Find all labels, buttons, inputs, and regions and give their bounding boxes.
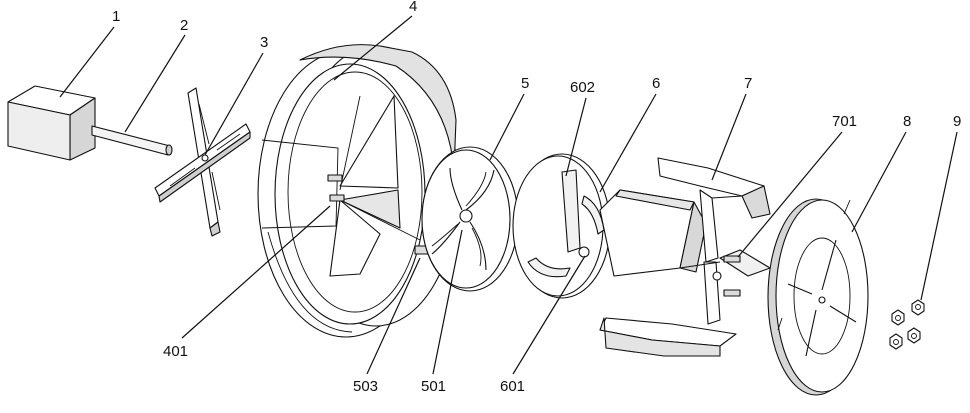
label-503: 503 [353, 378, 378, 395]
label-3: 3 [260, 34, 268, 51]
label-7: 7 [744, 75, 752, 92]
label-8: 8 [903, 113, 911, 130]
part-1-motor [8, 86, 95, 160]
label-401: 401 [163, 343, 188, 360]
part-9-nuts [890, 300, 924, 349]
part-2-shaft [92, 126, 172, 155]
label-602: 602 [570, 79, 595, 96]
label-701: 701 [832, 113, 857, 130]
label-9: 9 [953, 113, 961, 130]
part-6-disc [513, 154, 610, 298]
label-501: 501 [421, 378, 446, 395]
label-1: 1 [112, 8, 120, 25]
part-7-paddle-rotor [600, 158, 770, 356]
part-8-end-plate [768, 199, 868, 395]
part-3-cross-bracket [155, 88, 250, 236]
label-2: 2 [180, 17, 188, 34]
label-601: 601 [500, 378, 525, 395]
label-6: 6 [652, 75, 660, 92]
part-5-impeller-disc [422, 147, 518, 291]
label-5: 5 [521, 75, 529, 92]
label-4: 4 [409, 0, 417, 15]
